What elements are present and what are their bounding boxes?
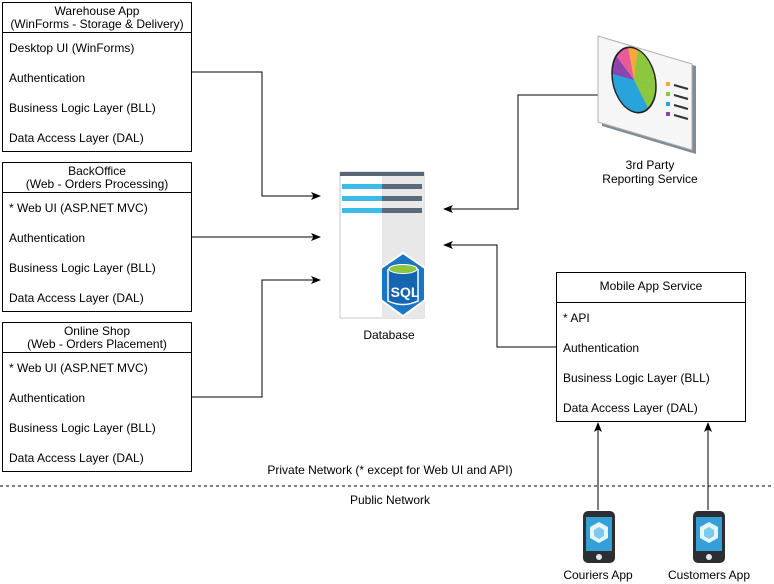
- warehouse-layer-ui: Desktop UI (WinForms): [9, 41, 135, 55]
- public-network-label: Public Network: [349, 493, 431, 507]
- shop-layer-bll: Business Logic Layer (BLL): [9, 421, 156, 435]
- warehouse-app-name: Warehouse App: [54, 4, 140, 18]
- sql-badge: SQL: [390, 284, 420, 300]
- database-icon: [339, 171, 426, 319]
- mobile-to-db-connector: [443, 241, 556, 348]
- mobile-layer-api: * API: [563, 311, 590, 325]
- backoffice-layer-auth: Authentication: [9, 231, 86, 245]
- customers-app-label: Customers App: [667, 568, 751, 582]
- mobile-layer-bll: Business Logic Layer (BLL): [563, 371, 710, 385]
- private-network-label: Private Network (* except for Web UI and…: [267, 463, 513, 477]
- shop-layer-auth: Authentication: [9, 391, 86, 405]
- backoffice-name: BackOffice: [68, 164, 126, 178]
- mobile-app-service-box: Mobile App Service * API Authentication …: [556, 272, 746, 422]
- online-shop-subtitle: (Web - Orders Placement): [27, 337, 167, 351]
- online-shop-box: Online Shop (Web - Orders Placement) * W…: [2, 322, 192, 472]
- customers-phone-icon: [693, 511, 725, 563]
- warehouse-app-box: Warehouse App (WinForms - Storage & Deli…: [2, 2, 192, 152]
- backoffice-box: BackOffice (Web - Orders Processing) * W…: [2, 162, 192, 312]
- shop-layer-dal: Data Access Layer (DAL): [9, 451, 144, 465]
- couriers-phone-icon: [583, 511, 615, 563]
- report-chart-icon: [597, 35, 696, 154]
- warehouse-app-title: Warehouse App (WinForms - Storage & Deli…: [3, 3, 191, 33]
- reporting-label-line2: Reporting Service: [602, 172, 698, 186]
- mobile-layer-auth: Authentication: [563, 341, 640, 355]
- warehouse-layer-bll: Business Logic Layer (BLL): [9, 101, 156, 115]
- backoffice-title: BackOffice (Web - Orders Processing): [3, 163, 191, 193]
- reporting-label-line1: 3rd Party: [625, 158, 675, 172]
- couriers-app-label: Couriers App: [563, 568, 633, 582]
- online-shop-title: Online Shop (Web - Orders Placement): [3, 323, 191, 353]
- warehouse-to-db-connector: [192, 71, 321, 200]
- mobile-layer-dal: Data Access Layer (DAL): [563, 401, 698, 415]
- reporting-service-label: 3rd Party Reporting Service: [590, 158, 710, 186]
- backoffice-layer-dal: Data Access Layer (DAL): [9, 291, 144, 305]
- backoffice-layer-ui: * Web UI (ASP.NET MVC): [9, 201, 148, 215]
- backoffice-layer-bll: Business Logic Layer (BLL): [9, 261, 156, 275]
- mobile-service-title: Mobile App Service: [557, 273, 745, 303]
- shop-layer-ui: * Web UI (ASP.NET MVC): [9, 361, 148, 375]
- warehouse-layer-dal: Data Access Layer (DAL): [9, 131, 144, 145]
- mobile-service-name: Mobile App Service: [599, 279, 703, 293]
- backoffice-subtitle: (Web - Orders Processing): [25, 177, 169, 191]
- warehouse-app-subtitle: (WinForms - Storage & Delivery): [10, 17, 184, 31]
- online-shop-name: Online Shop: [63, 324, 131, 338]
- shop-to-db-connector: [192, 276, 321, 398]
- reporting-to-db-connector: [443, 94, 598, 213]
- warehouse-layer-auth: Authentication: [9, 71, 86, 85]
- database-label: Database: [363, 328, 415, 342]
